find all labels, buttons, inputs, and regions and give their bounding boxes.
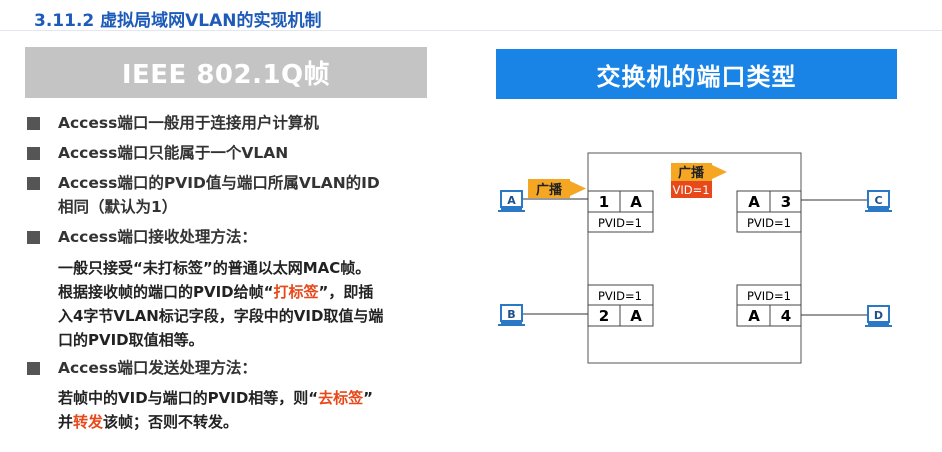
arrow-head-icon — [712, 165, 727, 179]
svg-text:PVID=1: PVID=1 — [747, 216, 791, 230]
svg-text:B: B — [507, 308, 515, 321]
receive-detail-line4: 口的PVID取值相等。 — [58, 331, 204, 349]
bullet-access-receive: Access端口接收处理方法： — [58, 228, 257, 246]
receive-detail-line1: 一般只接受“未打标签”的普通以太网MAC帧。 — [58, 259, 371, 277]
send-detail-line2: 并转发该帧；否则不转发。 — [58, 413, 239, 431]
bullet-access-connect: Access端口一般用于连接用户计算机 — [58, 114, 319, 132]
svg-text:PVID=1: PVID=1 — [747, 289, 791, 303]
port-2: PVID=1 2 A — [587, 284, 654, 327]
broadcast-arrow-tagged: 广播 VID=1 — [671, 163, 727, 198]
svg-text:3: 3 — [781, 193, 791, 211]
bullet-marker — [27, 117, 40, 130]
host-d-icon: D — [865, 305, 892, 327]
svg-text:A: A — [748, 307, 760, 325]
svg-text:A: A — [748, 193, 760, 211]
svg-text:广播: 广播 — [536, 182, 563, 198]
bullet-marker — [27, 177, 40, 190]
svg-text:A: A — [507, 194, 516, 207]
vid-tag — [671, 181, 712, 198]
svg-text:4: 4 — [781, 307, 791, 325]
bullet-access-pvid-line2: 相同（默认为1） — [58, 198, 178, 216]
port-3: A 3 PVID=1 — [736, 190, 802, 233]
broadcast-arrow-in: 广播 — [528, 179, 586, 198]
arrow-head-icon — [570, 181, 586, 196]
svg-text:PVID=1: PVID=1 — [598, 289, 642, 303]
forward-highlight: 转发 — [73, 413, 104, 431]
svg-text:A: A — [630, 307, 642, 325]
svg-text:C: C — [874, 194, 882, 207]
port-1: 1 A PVID=1 — [587, 190, 654, 233]
host-c-icon: C — [865, 190, 892, 212]
bullet-marker — [27, 231, 40, 244]
bullet-marker — [27, 147, 40, 160]
ieee-8021q-banner: IEEE 802.1Q帧 — [25, 47, 427, 98]
bullet-marker — [27, 362, 40, 375]
svg-text:D: D — [874, 309, 883, 322]
host-b-icon: B — [498, 304, 525, 326]
tag-highlight: 打标签 — [273, 283, 319, 301]
host-a-icon: A — [498, 190, 525, 212]
bullet-access-pvid-line1: Access端口的PVID值与端口所属VLAN的ID — [58, 174, 380, 192]
svg-text:PVID=1: PVID=1 — [598, 216, 642, 230]
title-divider — [0, 30, 942, 31]
svg-text:A: A — [630, 193, 642, 211]
send-detail-line1: 若帧中的VID与端口的PVID相等，则“去标签” — [58, 389, 374, 407]
switch-port-types-banner: 交换机的端口类型 — [496, 49, 897, 99]
port-4: PVID=1 A 4 — [736, 284, 802, 327]
page-title: 3.11.2 虚拟局域网VLAN的实现机制 — [34, 11, 322, 31]
svg-text:VID=1: VID=1 — [672, 183, 709, 197]
svg-text:1: 1 — [599, 193, 609, 211]
bullet-access-one-vlan: Access端口只能属于一个VLAN — [58, 144, 289, 162]
svg-text:广播: 广播 — [678, 165, 705, 181]
svg-text:2: 2 — [599, 307, 609, 325]
bullet-access-send: Access端口发送处理方法： — [58, 359, 257, 377]
untag-highlight: 去标签 — [318, 389, 364, 407]
receive-detail-line3: 入4字节VLAN标记字段，字段中的VID取值与端 — [58, 307, 384, 325]
receive-detail-line2: 根据接收帧的端口的PVID给帧“打标签”，即插 — [58, 283, 374, 301]
